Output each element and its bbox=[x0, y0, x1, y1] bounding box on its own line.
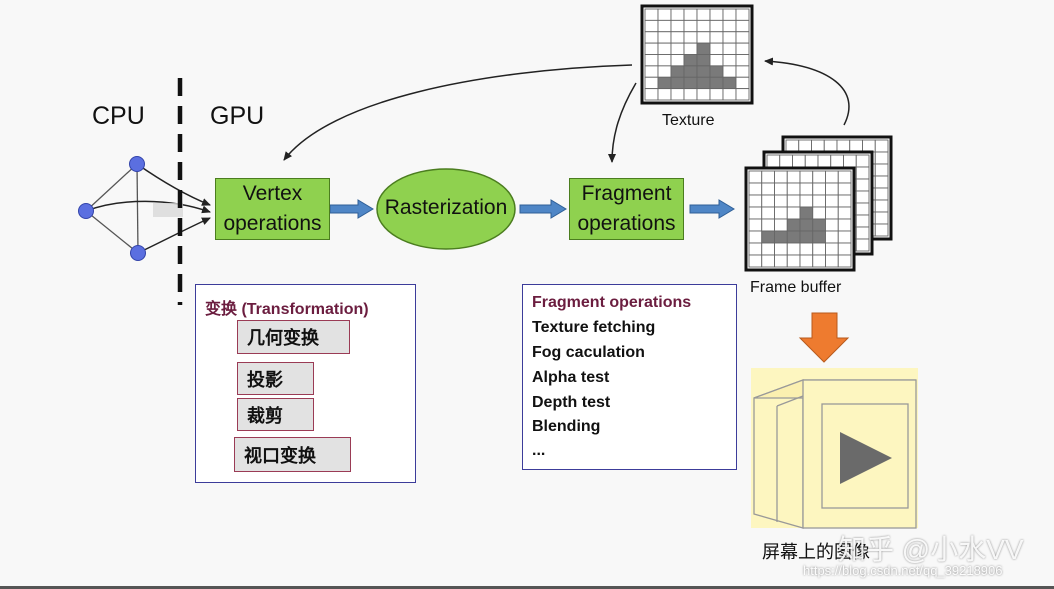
fragment-item: Depth test bbox=[532, 394, 611, 411]
fragment-operations-box: Fragment operations bbox=[569, 178, 684, 240]
screen-icon bbox=[751, 368, 918, 529]
csdn-watermark: https://blog.csdn.net/qq_39218906 bbox=[803, 563, 1003, 578]
frame-buffer-label: Frame buffer bbox=[750, 279, 842, 296]
down-arrow bbox=[798, 312, 850, 363]
step-projection: 投影 bbox=[237, 362, 314, 395]
fragment-operations-panel: Fragment operations Texture fetching Fog… bbox=[522, 284, 737, 470]
fragment-item: Alpha test bbox=[532, 369, 610, 386]
gpu-label: GPU bbox=[210, 102, 265, 130]
screen-image-label: 屏幕上的图像 bbox=[762, 542, 870, 562]
fragment-line-1: Fragment bbox=[581, 182, 672, 205]
vertex-operations-box: Vertex operations bbox=[215, 178, 330, 240]
transformation-panel: 变换 (Transformation) 几何变换 投影 裁剪 视口变换 bbox=[195, 284, 416, 483]
step-viewport-transform: 视口变换 bbox=[234, 437, 351, 472]
fragment-item: Texture fetching bbox=[532, 319, 656, 336]
bottom-rule bbox=[0, 586, 1054, 589]
texture-label: Texture bbox=[662, 112, 715, 129]
fragment-item: Fog caculation bbox=[532, 344, 645, 361]
step-geometric-transform: 几何变换 bbox=[237, 320, 350, 354]
vertex-line-1: Vertex bbox=[242, 182, 303, 205]
vertex-line-2: operations bbox=[223, 212, 322, 235]
zhihu-watermark: 知乎 @小水VV bbox=[838, 534, 1024, 565]
fragment-line-2: operations bbox=[577, 212, 676, 235]
fragment-panel-title: Fragment operations bbox=[532, 294, 692, 311]
transformation-title: 变换 (Transformation) bbox=[205, 301, 369, 318]
fragment-item: ... bbox=[532, 442, 546, 459]
texture-grid bbox=[640, 4, 754, 105]
cpu-label: CPU bbox=[92, 102, 145, 130]
frame-buffer-stack bbox=[744, 135, 893, 272]
pipeline-arrows bbox=[329, 199, 735, 219]
texture-arrows bbox=[283, 57, 850, 163]
fragment-item: Blending bbox=[532, 418, 601, 435]
step-clipping: 裁剪 bbox=[237, 398, 314, 431]
cpu-vertex-graph bbox=[78, 156, 211, 261]
rasterization-ellipse bbox=[376, 168, 516, 250]
rasterization-label: Rasterization bbox=[384, 196, 508, 219]
